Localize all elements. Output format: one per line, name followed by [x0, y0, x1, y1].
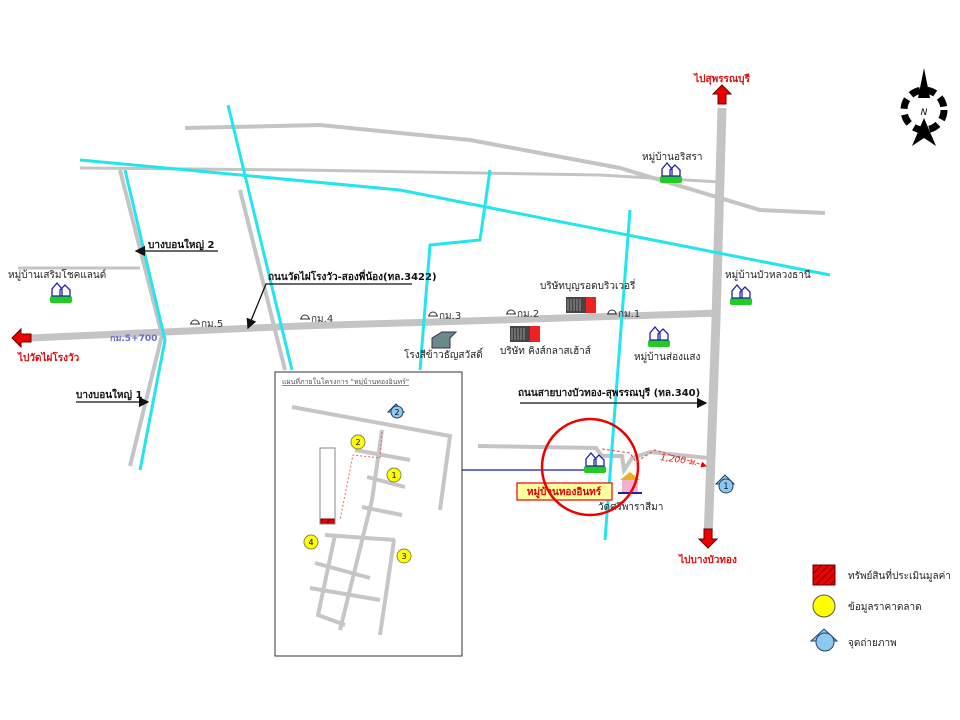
villa-serm-chok-label: หมู่บ้านเสริมโชคแลนด์	[8, 268, 106, 281]
inset-map: แผนที่ภายในโครงการ "หมู่บ้านทองอินทร์" 1…	[274, 371, 463, 657]
wat-label: วัดศรีพาราสีมา	[598, 501, 663, 513]
legend-property-swatch	[812, 564, 836, 586]
boonrod-label: บริษัทบุญรอดบริวเวอรี่	[540, 278, 636, 292]
bang-bon-yai-2-label: บางบอนใหญ่ 2	[148, 238, 215, 251]
km-junction-label: กม.5+700	[110, 334, 157, 344]
inset-marker-2: 2	[350, 434, 366, 450]
inset-marker-3: 3	[396, 548, 412, 564]
svg-text:กม.2: กม.2	[517, 309, 539, 320]
subject-village-label: หมู่บ้านทองอินทร์	[527, 486, 602, 499]
km-marker-5: กม.5	[189, 319, 223, 330]
svg-text:กม.5: กม.5	[201, 319, 223, 330]
road-west-2	[238, 189, 287, 371]
inset-marker-1: 1	[386, 467, 402, 483]
svg-text:กม.4: กม.4	[311, 314, 333, 325]
road-3422-label: ถนนวัดไผ่โรงวัว-สองพี่น้อง(ทล.3422)	[268, 269, 437, 283]
house-icon	[49, 282, 73, 304]
road-thong-in	[477, 444, 709, 476]
inset-marker-4: 4	[303, 534, 319, 550]
villa-bua-luang-label: หมู่บ้านบัวหลวงธานี	[725, 269, 811, 281]
direction-arrow-north-icon	[711, 84, 733, 105]
factory-icon	[565, 296, 597, 314]
svg-text:2: 2	[355, 438, 360, 447]
road-340-label: ถนนสายบางบัวทอง-สุพรรณบุรี (ทล.340)	[518, 387, 700, 399]
legend-label: ทรัพย์สินที่ประเมินมูลค่า	[848, 568, 951, 582]
svg-text:4: 4	[308, 538, 313, 547]
house-icon	[729, 284, 753, 306]
direction-arrow-south-icon	[697, 528, 719, 549]
legend-market-swatch	[812, 594, 836, 618]
svg-text:กม.3: กม.3	[439, 311, 461, 322]
subject-highlight-circle	[540, 417, 640, 517]
svg-text:3: 3	[401, 552, 406, 561]
bang-bon-yai-1-label: บางบอนใหญ่ 1	[76, 388, 143, 401]
to-wat-phai-label: ไปวัดไผ่โรงวัว	[17, 351, 80, 364]
to-suphanburi-label: ไปสุพรรณบุรี	[693, 72, 750, 85]
svg-text:1: 1	[723, 482, 729, 492]
rice-mill-label: โรงสีข้าวธัญสวัสดิ์	[404, 347, 484, 361]
villa-song-saeng-label: หมู่บ้านส่องแสง	[634, 351, 701, 363]
km-marker-4: กม.4	[299, 314, 333, 325]
inset-title: แผนที่ภายในโครงการ "หมู่บ้านทองอินทร์"	[282, 377, 409, 386]
to-bang-bua-thong-label: ไปบางบัวทอง	[678, 553, 737, 566]
legend-photo-swatch	[815, 632, 835, 652]
factory-icon	[509, 325, 541, 343]
legend-label: ข้อมูลราคาตลาด	[848, 601, 922, 613]
svg-text:N: N	[921, 108, 928, 118]
house-icon	[659, 162, 683, 184]
legend-label: จุดถ่ายภาพ	[848, 638, 897, 649]
north-arrow-compass-icon: N	[900, 68, 948, 146]
inset-photo-point: 2	[386, 403, 406, 419]
road-bang-bon-yai	[118, 169, 165, 467]
house-icon	[647, 326, 671, 348]
road-3422	[29, 309, 721, 342]
svg-text:1: 1	[391, 471, 396, 480]
villa-orisara-label: หมู่บ้านอริสรา	[642, 151, 702, 163]
warehouse-icon	[431, 331, 458, 349]
road-340	[703, 107, 727, 541]
legend: ทรัพย์สินที่ประเมินมูลค่า ข้อมูลราคาตลาด…	[809, 564, 951, 652]
photo-point-icon: 1	[714, 474, 736, 494]
km-marker-2: กม.2	[505, 309, 539, 320]
km-marker-1: กม.1	[606, 309, 640, 320]
kings-glass-label: บริษัท คิงส์กลาสเฮ้าส์	[500, 345, 591, 357]
road-north	[184, 122, 826, 215]
direction-arrow-west-icon	[11, 327, 32, 349]
svg-text:กม.1: กม.1	[618, 309, 640, 320]
svg-text:2: 2	[394, 408, 399, 417]
km-marker-3: กม.3	[427, 311, 461, 322]
